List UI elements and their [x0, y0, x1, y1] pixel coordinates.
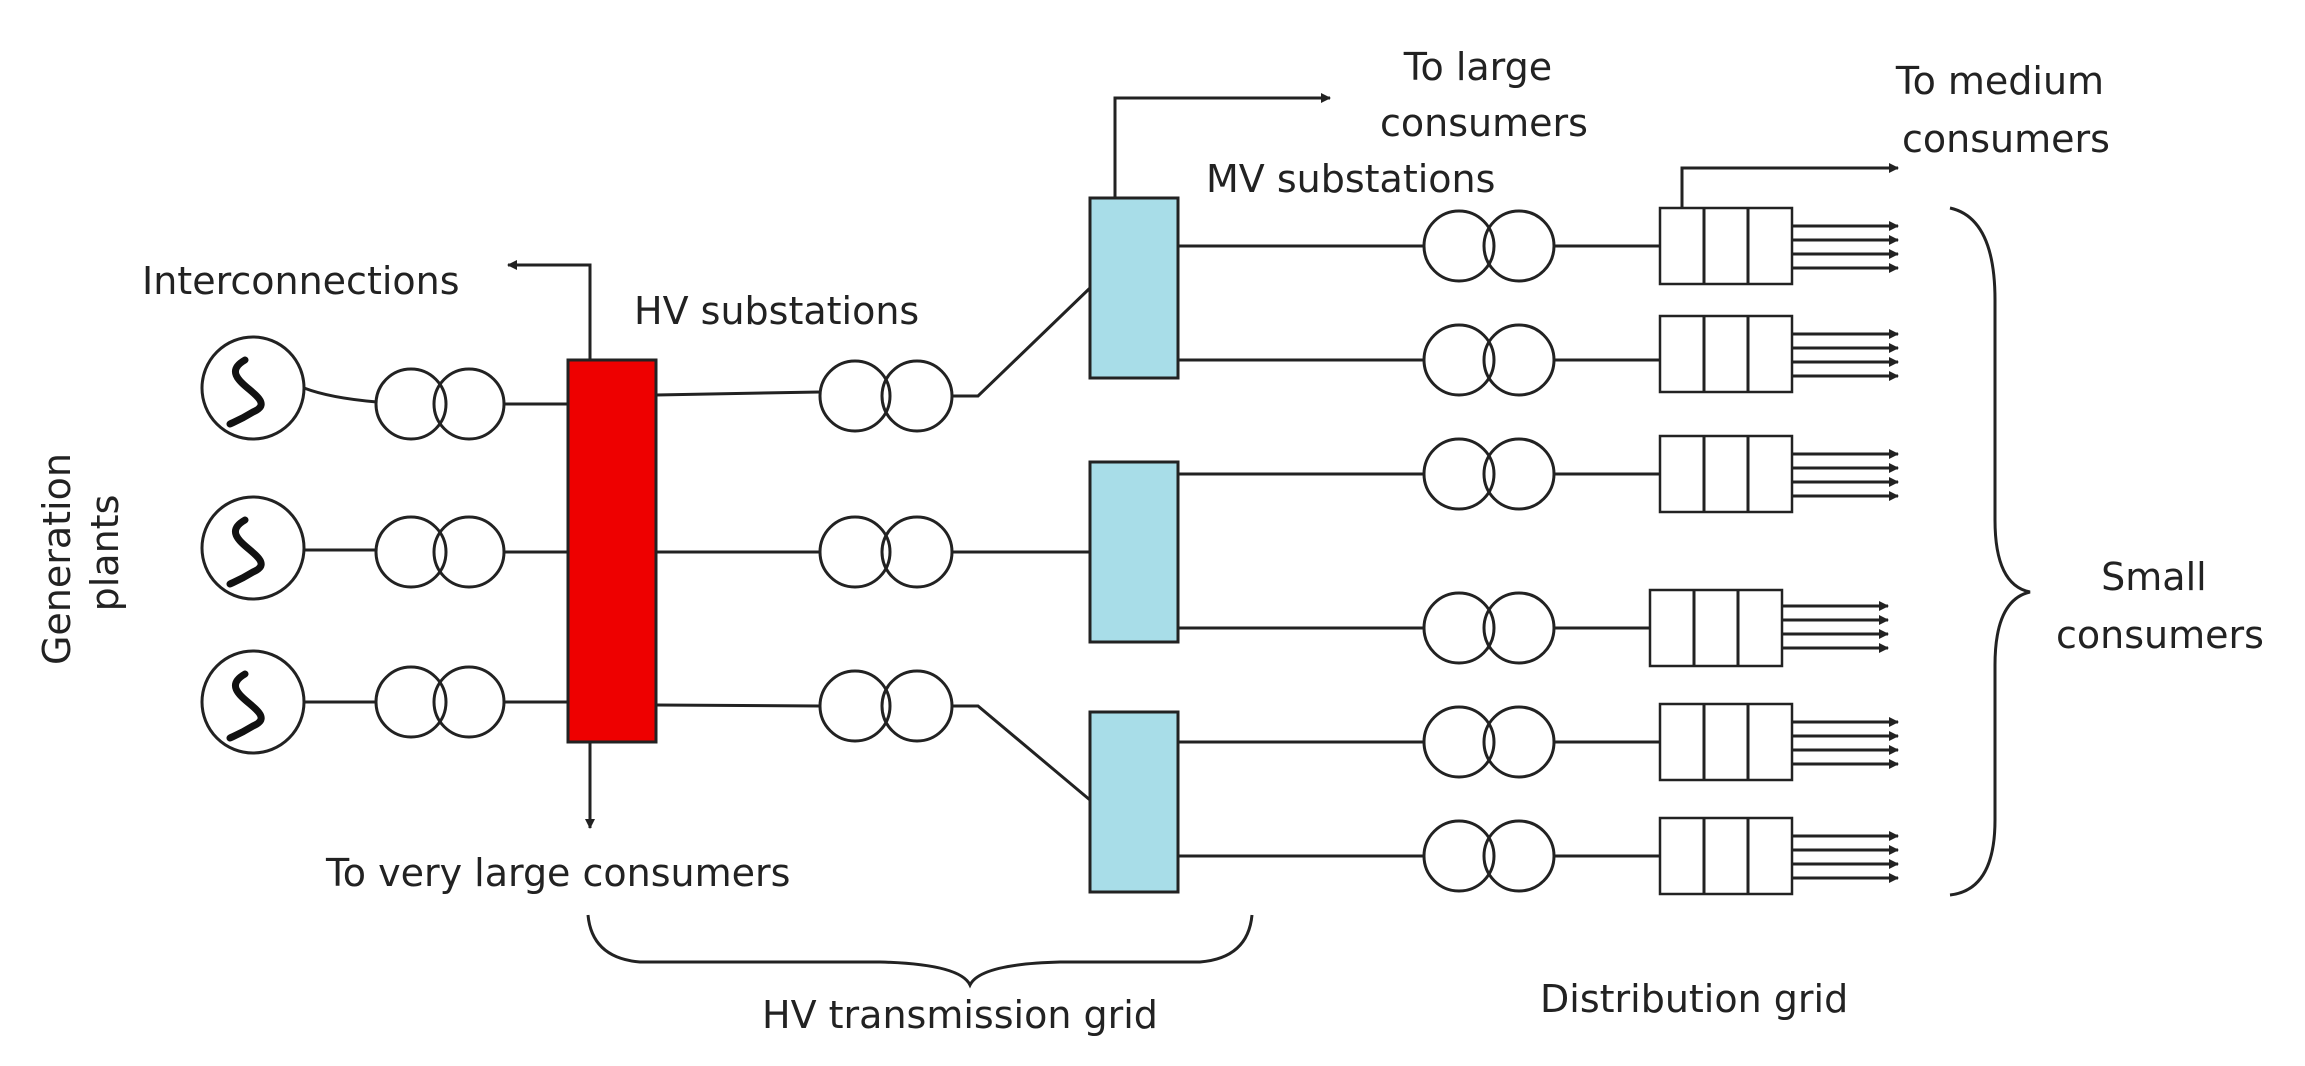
transformer-icon — [1422, 437, 1556, 511]
mv-substation-box — [1088, 196, 1180, 380]
distribution-feeder-icon — [1554, 702, 1899, 782]
generation-plants — [200, 335, 306, 755]
hv-transmission-grid-brace — [586, 914, 1254, 989]
transformer-icon — [1422, 209, 1556, 283]
generator-1 — [200, 335, 306, 441]
mv-substation-box — [1088, 710, 1180, 894]
step-up-transformers — [374, 367, 506, 739]
transformer-icon — [818, 359, 954, 433]
generator-2 — [200, 495, 306, 601]
busbar-feed-wires — [504, 402, 568, 704]
mv-lines — [1178, 244, 1424, 858]
interconnections-arrow-icon — [507, 260, 592, 360]
sine-wave-icon — [226, 670, 265, 742]
hv-transmission-grid-label: HV transmission grid — [762, 993, 1158, 1037]
mv-feed-wires — [952, 286, 1092, 802]
medium-consumers-arrow-icon — [1680, 163, 1899, 208]
hv-busbar — [566, 358, 658, 744]
mv-substation-box — [1088, 460, 1180, 644]
mv-substations — [1088, 196, 1180, 894]
small-consumers-label: Small consumers — [2056, 555, 2264, 657]
transformer-icon — [1422, 591, 1556, 665]
generation-plants-label: Generation plants — [35, 441, 127, 665]
wire — [303, 386, 378, 404]
distribution-feeder-icon — [1554, 588, 1889, 668]
distribution-feeder-icon — [1554, 816, 1899, 896]
hv-lines — [655, 390, 821, 708]
transformer-icon — [1422, 323, 1556, 397]
distribution-transformers — [1422, 209, 1556, 893]
interconnections-label: Interconnections — [142, 259, 460, 303]
transformer-icon — [374, 515, 506, 589]
hv-substation-transformers — [818, 359, 954, 743]
sine-wave-icon — [226, 516, 265, 588]
sine-wave-icon — [226, 356, 265, 428]
mv-substations-label: MV substations — [1206, 157, 1495, 201]
generator-3 — [200, 649, 306, 755]
distribution-feeder-icon — [1554, 434, 1899, 514]
transformer-icon — [1422, 705, 1556, 779]
small-consumers-brace — [1949, 206, 2031, 897]
to-medium-consumers-label: To medium consumers — [1895, 59, 2116, 161]
transformer-icon — [1422, 819, 1556, 893]
labels: Generation plants Interconnections HV su… — [35, 45, 2264, 1037]
to-large-consumers-label: To large consumers — [1380, 45, 1588, 145]
distribution-feeders — [1554, 163, 1899, 896]
to-very-large-consumers-label: To very large consumers — [325, 851, 790, 895]
transformer-icon — [818, 669, 954, 743]
hv-substations-label: HV substations — [634, 289, 919, 333]
transformer-icon — [374, 367, 506, 441]
transformer-icon — [818, 515, 954, 589]
transformer-icon — [374, 665, 506, 739]
large-consumers-arrow-icon — [1113, 93, 1331, 198]
distribution-feeder-icon — [1554, 314, 1899, 394]
distribution-grid-label: Distribution grid — [1540, 977, 1848, 1021]
distribution-feeder-icon — [1554, 206, 1899, 286]
generator-wires — [303, 386, 378, 704]
